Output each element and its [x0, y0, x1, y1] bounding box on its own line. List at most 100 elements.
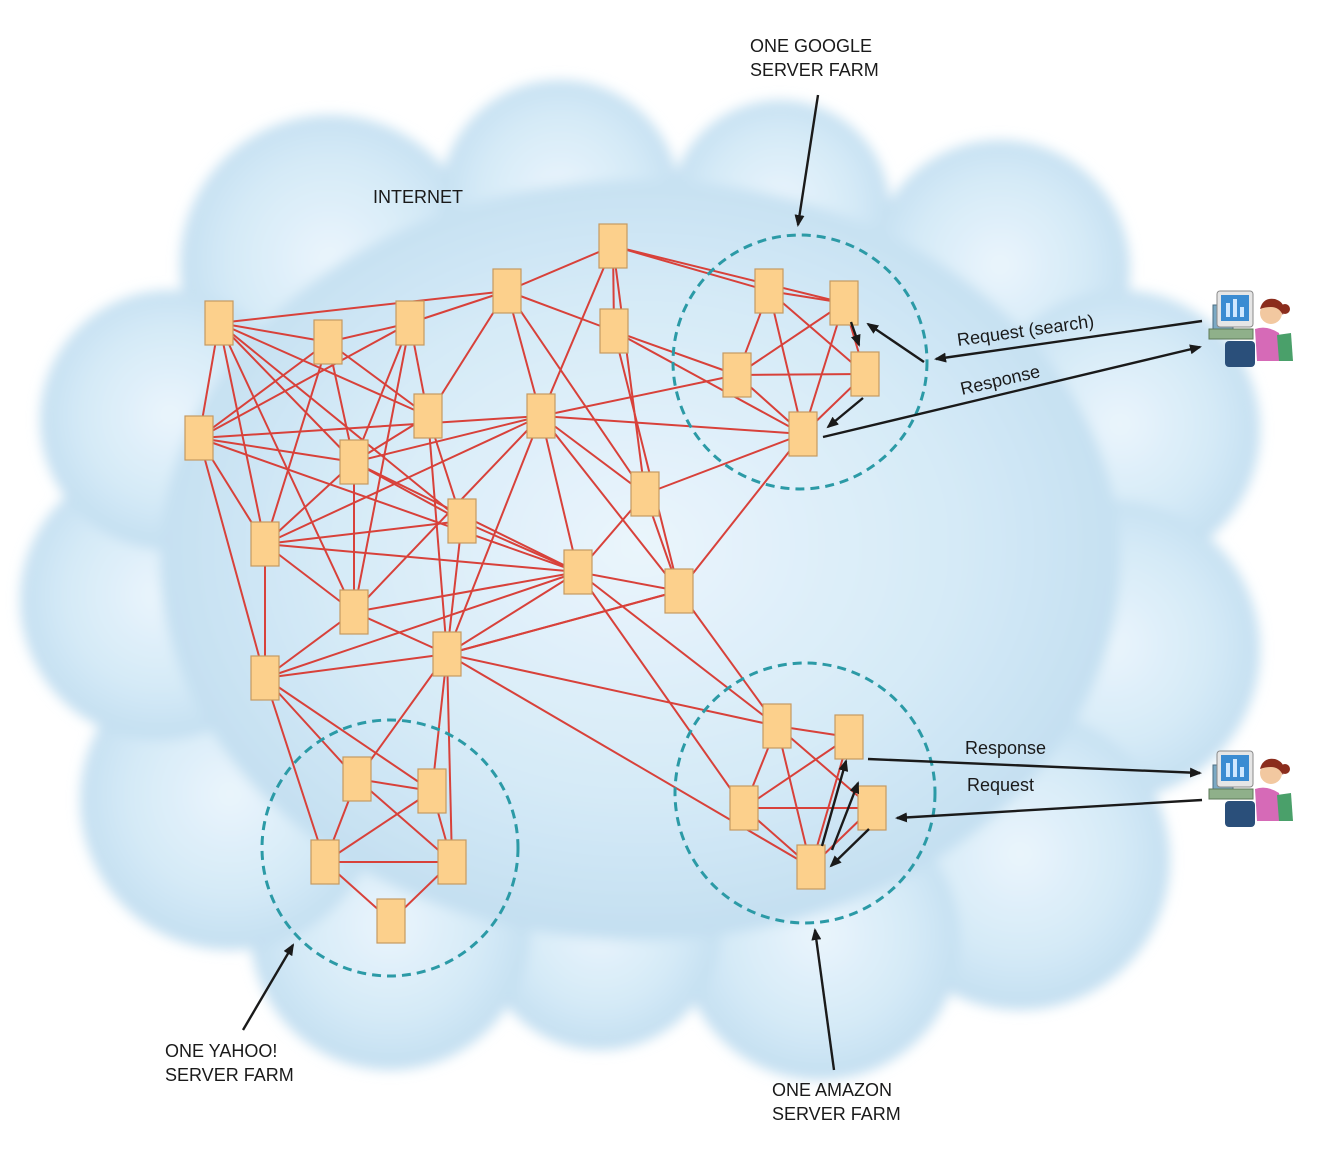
- connection-line: [768, 290, 804, 435]
- amazon-farm-label-line1: ONE AMAZON: [772, 1080, 892, 1100]
- server-node-icon: [762, 703, 792, 749]
- connection-line: [678, 590, 778, 727]
- connection-line: [776, 725, 873, 809]
- connection-line: [577, 571, 778, 727]
- internet-label: INTERNET: [373, 187, 463, 207]
- connection-line: [409, 290, 508, 324]
- server-node-icon: [599, 308, 629, 354]
- connection-line: [678, 433, 804, 592]
- connection-line: [218, 322, 355, 463]
- server-node-icon: [204, 300, 234, 346]
- google-farm-label-line2: SERVER FARM: [750, 60, 879, 80]
- connection-line: [540, 245, 614, 417]
- connection-line: [353, 415, 542, 463]
- server-node-icon: [526, 393, 556, 439]
- connection-line: [198, 437, 579, 573]
- server-node-icon: [313, 319, 343, 365]
- server-node-icon: [447, 498, 477, 544]
- server-node-icon: [437, 839, 467, 885]
- server-node-icon: [788, 411, 818, 457]
- connection-line: [264, 571, 579, 679]
- connection-line: [743, 736, 850, 809]
- callout-arrow-google: [794, 94, 820, 227]
- server-node-icon: [250, 521, 280, 567]
- connection-line: [506, 245, 614, 292]
- connection-line: [218, 322, 329, 343]
- server-node-icon: [376, 898, 406, 944]
- connection-line: [264, 611, 355, 679]
- connection-line: [644, 433, 804, 495]
- connection-line: [264, 461, 355, 545]
- connection-line: [198, 437, 266, 679]
- internet-cloud: [20, 80, 1260, 1080]
- google-farm-label-line1: ONE GOOGLE: [750, 36, 872, 56]
- connection-line: [198, 415, 542, 439]
- arrow-amazon-internal-1: [829, 828, 870, 868]
- connection-line: [264, 520, 463, 545]
- arrow-amazon-request: [895, 798, 1203, 823]
- yahoo-server-farm-outline: [260, 718, 520, 978]
- connection-line: [446, 571, 579, 655]
- server-node-icon: [664, 568, 694, 614]
- arrow-amazon-internal-2: [820, 759, 849, 847]
- arrow-google-into-node: [866, 322, 925, 363]
- connection-line: [327, 341, 429, 417]
- arrow-amazon-response: [867, 757, 1202, 778]
- user-at-computer-icon: [1208, 750, 1293, 827]
- response-bottom-label: Response: [965, 738, 1046, 758]
- connection-line: [540, 415, 804, 435]
- connection-line: [264, 653, 448, 679]
- server-node-icon: [492, 268, 522, 314]
- amazon-server-farm-outline: [673, 661, 937, 925]
- connection-line: [613, 330, 804, 435]
- arrow-google-internal-2: [826, 397, 864, 429]
- connection-line: [264, 677, 326, 863]
- yahoo-farm-label-line2: SERVER FARM: [165, 1065, 294, 1085]
- connection-line: [736, 302, 845, 376]
- connection-line: [506, 290, 646, 495]
- connection-line: [446, 653, 812, 868]
- connection-line: [218, 322, 266, 545]
- connection-line: [356, 653, 448, 780]
- connection-line: [324, 790, 433, 863]
- server-node-icon: [722, 352, 752, 398]
- server-node-icon: [417, 768, 447, 814]
- server-node-icon: [754, 268, 784, 314]
- server-node-icon: [729, 785, 759, 831]
- server-nodes: [184, 223, 887, 944]
- connection-line: [613, 330, 680, 592]
- connection-line: [612, 245, 770, 292]
- server-node-icon: [829, 280, 859, 326]
- connection-line: [198, 322, 411, 439]
- traffic-arrows: [241, 94, 1203, 1071]
- arrow-google-response: [822, 344, 1202, 439]
- server-node-icon: [796, 844, 826, 890]
- google-server-farm-outline: [671, 233, 929, 491]
- connection-line: [356, 778, 453, 863]
- connection-line: [540, 415, 680, 592]
- connection-line: [264, 543, 355, 613]
- arrow-google-request: [934, 319, 1203, 363]
- connection-line: [264, 677, 433, 792]
- server-node-icon: [339, 589, 369, 635]
- connection-line: [353, 461, 463, 522]
- connection-line: [353, 571, 579, 613]
- connection-line: [506, 290, 615, 332]
- connection-line: [446, 590, 680, 655]
- connection-line: [540, 374, 738, 417]
- connection-line: [446, 653, 778, 727]
- connection-line: [218, 322, 355, 613]
- server-node-icon: [413, 393, 443, 439]
- server-node-icon: [598, 223, 628, 269]
- connection-line: [427, 415, 448, 655]
- arrow-amazon-internal-3: [830, 781, 860, 851]
- connection-line: [353, 322, 411, 463]
- callout-arrow-amazon: [811, 928, 836, 1071]
- yahoo-farm-label-line1: ONE YAHOO!: [165, 1041, 277, 1061]
- server-node-icon: [339, 439, 369, 485]
- amazon-farm-label-line2: SERVER FARM: [772, 1104, 901, 1124]
- connection-line: [612, 245, 845, 304]
- server-node-icon: [563, 549, 593, 595]
- arrow-google-internal-1: [849, 321, 861, 347]
